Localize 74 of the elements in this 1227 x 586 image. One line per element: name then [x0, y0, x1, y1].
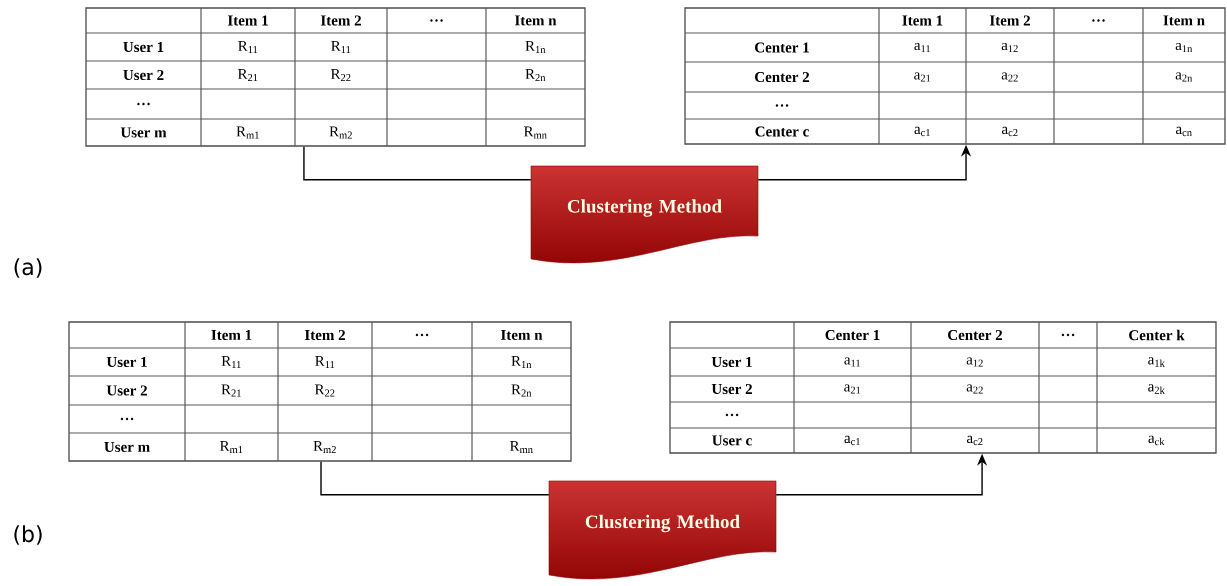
table-cell: User c — [712, 435, 752, 446]
table-cell: R$_{1n}$ — [525, 41, 546, 53]
table-cell: Item 2 — [320, 15, 361, 26]
table-cell: … — [137, 102, 150, 106]
table-cell: … — [120, 417, 134, 421]
table-cell: a$_{c2}$ — [1002, 126, 1018, 137]
table-cell: a$_{22}$ — [966, 384, 983, 394]
table-cell: Center 1 — [755, 42, 809, 53]
table-cell: … — [1061, 333, 1075, 337]
table-cell: Item 2 — [304, 329, 345, 341]
table-cell: … — [1092, 19, 1105, 22]
table-cell: Item n — [500, 330, 543, 340]
table-cell: R$_{11}$ — [221, 356, 241, 368]
table-cell: R$_{11}$ — [238, 41, 258, 53]
table-cell: … — [725, 413, 739, 417]
table-cell: Item 2 — [989, 15, 1030, 26]
table-cell: User m — [120, 127, 167, 138]
table-cell: a$_{c1}$ — [914, 126, 930, 137]
table-cell: Center c — [755, 126, 809, 137]
table-cell: Item 1 — [211, 330, 252, 340]
table-cell: a$_{c2}$ — [967, 435, 983, 446]
table-cell: User 1 — [106, 357, 147, 367]
data-table — [669, 321, 1217, 454]
table-cell: a$_{cn}$ — [1176, 126, 1192, 137]
table-cell: Center k — [1129, 329, 1185, 341]
table-cell: a$_{c1}$ — [844, 435, 860, 446]
table-cell: User 2 — [123, 69, 164, 81]
table-cell: a$_{11}$ — [844, 357, 860, 367]
table-cell: a$_{12}$ — [1001, 42, 1018, 53]
table-cell: User 2 — [711, 383, 752, 395]
table-cell: a$_{2k}$ — [1148, 384, 1165, 394]
table-cell: R$_{mn}$ — [510, 441, 533, 453]
table-cell: Item n — [514, 15, 557, 26]
table-cell: R$_{m2}$ — [329, 126, 352, 139]
panel-label: (a) — [14, 258, 42, 278]
table-cell: R$_{mn}$ — [524, 126, 547, 139]
table-cell: a$_{22}$ — [1001, 72, 1018, 82]
table-cell: Item n — [1163, 15, 1205, 26]
table-cell: R$_{11}$ — [315, 356, 335, 368]
table-cell: a$_{1n}$ — [1175, 42, 1193, 53]
data-table — [85, 7, 586, 147]
table-cell: … — [415, 333, 429, 337]
table-cell: User 1 — [711, 357, 752, 367]
table-cell: a$_{1k}$ — [1148, 357, 1165, 367]
table-cell: R$_{22}$ — [314, 384, 335, 397]
data-table — [68, 321, 572, 462]
table-cell: a$_{21}$ — [914, 72, 931, 82]
table-cell: a$_{11}$ — [914, 42, 930, 53]
table-cell: R$_{m1}$ — [236, 126, 259, 139]
table-cell: R$_{22}$ — [330, 69, 351, 81]
table-cell: Item 1 — [902, 15, 943, 26]
table-cell: User m — [104, 442, 150, 452]
table-cell: R$_{m2}$ — [313, 441, 336, 453]
table-cell: … — [775, 104, 789, 107]
table-cell: a$_{ck}$ — [1148, 435, 1165, 446]
table-cell: a$_{12}$ — [966, 357, 983, 367]
table-cell: R$_{1n}$ — [511, 356, 532, 368]
table-cell: a$_{2n}$ — [1175, 72, 1193, 82]
table-cell: Center 2 — [948, 329, 1003, 341]
table-cell: R$_{21}$ — [221, 384, 241, 397]
table-cell: … — [430, 19, 443, 22]
panel-label: (b) — [14, 525, 42, 545]
table-cell: R$_{21}$ — [237, 69, 258, 81]
table-cell: a$_{21}$ — [844, 384, 861, 394]
data-table — [684, 7, 1226, 145]
table-cell: User 1 — [123, 42, 164, 52]
table-cell: R$_{2n}$ — [511, 384, 532, 397]
table-cell: R$_{2n}$ — [525, 69, 546, 81]
table-cell: User 2 — [106, 385, 147, 396]
table-cell: Item 1 — [227, 15, 268, 26]
table-cell: Center 2 — [755, 71, 810, 83]
table-cell: R$_{11}$ — [331, 41, 351, 53]
table-cell: R$_{m1}$ — [220, 441, 243, 453]
table-cell: Center 1 — [825, 329, 880, 341]
